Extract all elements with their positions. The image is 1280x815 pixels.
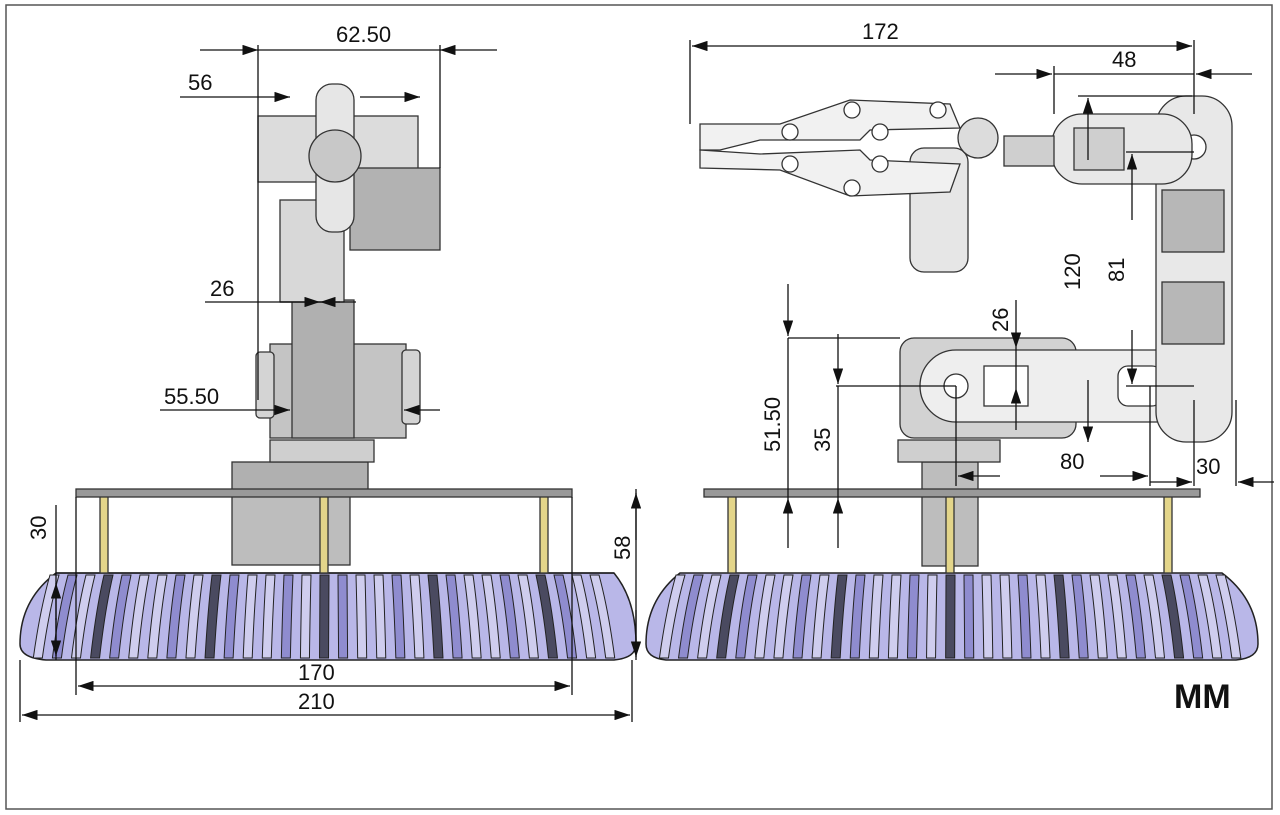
- base-fin: [1053, 574, 1070, 659]
- dim-base-width: 210: [298, 689, 335, 714]
- base-fin: [1071, 574, 1089, 659]
- base-fin: [427, 574, 444, 659]
- base-fin: [535, 574, 559, 659]
- base-fin: [773, 574, 794, 659]
- base-fin: [754, 574, 776, 659]
- side-view: 172 48 120 81 26 51.50 35 80 30: [645, 19, 1274, 661]
- dim-wrist-offset: 48: [1112, 47, 1136, 72]
- base-fin: [261, 574, 276, 659]
- base-fin: [128, 574, 150, 659]
- gripper-jaw-bottom: [699, 149, 961, 197]
- base-fin: [373, 574, 387, 659]
- base-fin: [811, 574, 830, 659]
- dim-total-height: 58: [610, 536, 635, 560]
- turntable: [269, 439, 375, 463]
- base-fin: [185, 574, 204, 659]
- base-fin: [517, 574, 539, 659]
- front-view: 62.50 56 26 55.50 30 58 170 210: [19, 22, 642, 722]
- base-fin: [906, 574, 920, 659]
- base-fin: [223, 574, 240, 659]
- base-fin: [70, 574, 96, 659]
- base-fin: [355, 574, 368, 659]
- base-fins: [658, 574, 1242, 659]
- dim-upper-arm-inner: 81: [1104, 258, 1129, 282]
- base-servo-cap: [231, 461, 369, 491]
- base-fin: [147, 574, 168, 659]
- dim-joint-height: 26: [988, 308, 1013, 332]
- dim-arm-width: 26: [210, 276, 234, 301]
- base-fin: [963, 574, 975, 659]
- base-fin: [463, 574, 482, 659]
- base-fin: [926, 574, 938, 659]
- base-fin: [981, 574, 994, 659]
- base-fin: [1215, 574, 1242, 659]
- base-fin: [1197, 574, 1223, 659]
- base-fin: [658, 574, 686, 659]
- dim-gripper-width: 56: [188, 70, 212, 95]
- base-fin: [1107, 574, 1127, 659]
- base-fin: [945, 574, 956, 659]
- base-servo: [231, 489, 351, 566]
- base-fin: [109, 574, 132, 659]
- base-fins: [32, 574, 616, 659]
- top-plate: [75, 488, 573, 498]
- base-fin: [481, 574, 501, 659]
- dim-shoulder-width: 55.50: [164, 384, 219, 409]
- base-fin: [499, 574, 520, 659]
- base-fin: [337, 574, 349, 659]
- base-fin: [887, 574, 902, 659]
- side-dimensions: [689, 40, 1274, 548]
- base-fin: [1179, 574, 1204, 659]
- dim-shoulder-height: 51.50: [760, 397, 785, 452]
- base-fin: [697, 574, 722, 659]
- base-fin: [445, 574, 463, 659]
- base-fin: [299, 574, 312, 659]
- base-fin: [1143, 574, 1166, 659]
- gripper-jaw-top: [699, 99, 961, 151]
- base-fin: [166, 574, 186, 659]
- base-fin: [1161, 574, 1185, 659]
- upper-arm: [279, 199, 345, 303]
- dim-arm-length: 172: [862, 19, 899, 44]
- front-base-dome: [19, 572, 637, 661]
- base-fin: [999, 574, 1013, 659]
- base-fin: [1017, 574, 1032, 659]
- dim-elbow-offset: 30: [1196, 454, 1220, 479]
- base-fin: [716, 574, 740, 659]
- side-base-dome: [645, 572, 1259, 661]
- base-fin: [589, 574, 616, 659]
- side-top-plate: [703, 488, 1201, 498]
- base-fin: [280, 574, 294, 659]
- dim-plate-width: 170: [298, 660, 335, 685]
- dim-upper-arm: 120: [1060, 253, 1085, 290]
- base-fin: [90, 574, 114, 659]
- base-fin: [735, 574, 758, 659]
- base-fin: [1035, 574, 1051, 659]
- base-fin: [830, 574, 848, 659]
- base-fin: [1089, 574, 1108, 659]
- base-fin: [391, 574, 406, 659]
- base-fin: [677, 574, 704, 659]
- base-fin: [319, 574, 330, 659]
- base-fin: [409, 574, 425, 659]
- base-fin: [51, 574, 78, 659]
- units-label: MM: [1174, 678, 1231, 716]
- dim-base-joint: 35: [810, 428, 835, 452]
- dim-forearm: 80: [1060, 449, 1084, 474]
- base-fin: [868, 574, 884, 659]
- base-fin: [571, 574, 597, 659]
- dim-top-width: 62.50: [336, 22, 391, 47]
- side-turntable: [897, 439, 1001, 463]
- dim-standoff-height: 30: [26, 516, 51, 540]
- base-fin: [553, 574, 578, 659]
- base-fin: [1125, 574, 1146, 659]
- base-fin: [849, 574, 866, 659]
- base-fin: [792, 574, 812, 659]
- base-fin: [204, 574, 222, 659]
- front-dimensions: [19, 44, 642, 722]
- base-fin: [242, 574, 258, 659]
